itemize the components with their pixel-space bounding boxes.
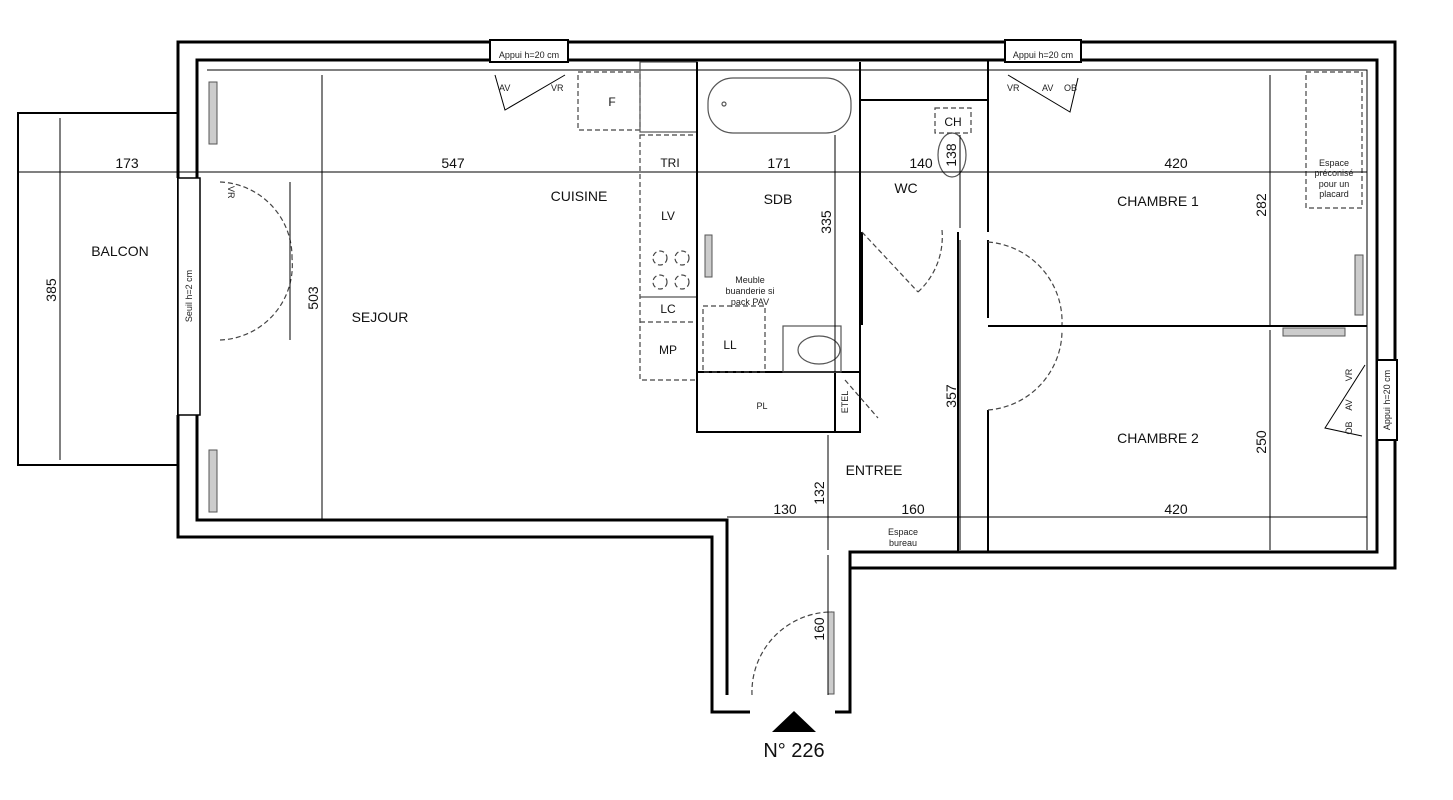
window-av: AV bbox=[499, 83, 510, 93]
dim-entree-depth: 132 bbox=[811, 481, 827, 505]
window-swing bbox=[1324, 364, 1366, 437]
bay-window-sejour bbox=[177, 177, 201, 416]
window-sill-label: Appui h=20 cm bbox=[499, 50, 559, 60]
window-sill-label: Appui h=20 cm bbox=[1382, 370, 1392, 430]
washbasin-cabinet bbox=[782, 325, 842, 373]
window-sill-label: Appui h=20 cm bbox=[1013, 50, 1073, 60]
inner-wall bbox=[195, 58, 1379, 695]
closet-space bbox=[1305, 71, 1363, 209]
dim-balcon-width: 173 bbox=[115, 155, 139, 171]
room-label-balcon: BALCON bbox=[91, 243, 149, 259]
svg-text:Meuble: Meuble bbox=[735, 275, 765, 285]
dim-sdb-width: 171 bbox=[767, 155, 791, 171]
entrance-arrow-icon bbox=[772, 711, 816, 732]
fixture-washing-machine: LL bbox=[723, 338, 737, 352]
etel-door bbox=[844, 379, 879, 419]
note-placard: Espace préconisé pour un placard bbox=[1314, 158, 1353, 199]
window-vr: VR bbox=[551, 83, 564, 93]
window-chambre1 bbox=[1004, 39, 1082, 63]
window-vr: VR bbox=[1007, 83, 1020, 93]
window-av: AV bbox=[1344, 399, 1354, 410]
room-label-chambre1: CHAMBRE 1 bbox=[1117, 193, 1199, 209]
entry-door-leaf bbox=[827, 611, 835, 695]
dim-wc-width: 140 bbox=[909, 155, 933, 171]
threshold-label: Seuil h=2 cm bbox=[184, 270, 194, 322]
dimension-lines bbox=[18, 75, 1367, 695]
dim-sejour-width: 547 bbox=[441, 155, 465, 171]
fixture-fridge: F bbox=[608, 95, 615, 109]
svg-text:buanderie si: buanderie si bbox=[725, 286, 774, 296]
svg-text:pour un: pour un bbox=[1319, 179, 1350, 189]
svg-text:pack PAV: pack PAV bbox=[731, 297, 769, 307]
sdb-walls bbox=[696, 62, 861, 433]
dim-door: 160 bbox=[811, 617, 827, 641]
note-meuble: Meuble buanderie si pack PAV bbox=[725, 275, 774, 307]
dim-sdb-height: 335 bbox=[818, 210, 834, 234]
fixture-dishwasher: LV bbox=[661, 209, 675, 223]
hob-burner bbox=[652, 274, 668, 290]
dim-wc-height: 138 bbox=[943, 143, 959, 167]
wall-lining bbox=[207, 69, 1368, 550]
outer-wall bbox=[176, 40, 1397, 714]
fixture-boiler: CH bbox=[944, 115, 961, 129]
bathtub bbox=[707, 77, 852, 134]
bedroom-walls bbox=[957, 232, 1367, 552]
window-swing bbox=[494, 74, 566, 111]
dim-entree-width2: 160 bbox=[901, 501, 925, 517]
door-swing bbox=[987, 241, 1063, 411]
window-vr: VR bbox=[226, 186, 236, 199]
kitchen-cabinet bbox=[639, 61, 698, 133]
fixture-closet: PL bbox=[756, 401, 767, 411]
toilet-tank bbox=[934, 107, 972, 134]
room-label-chambre2: CHAMBRE 2 bbox=[1117, 430, 1199, 446]
dim-chambre1-width: 420 bbox=[1164, 155, 1188, 171]
dim-chambre2-height: 250 bbox=[1253, 430, 1269, 454]
hob-burner bbox=[652, 250, 668, 266]
room-label-wc: WC bbox=[894, 180, 917, 196]
dim-entree-width1: 130 bbox=[773, 501, 797, 517]
fixture-etel: ETEL bbox=[840, 391, 850, 414]
svg-text:Espace: Espace bbox=[1319, 158, 1349, 168]
window-ob: OB bbox=[1344, 421, 1354, 434]
window-swing bbox=[1007, 74, 1079, 113]
door-swing bbox=[219, 181, 293, 341]
room-label-sejour: SEJOUR bbox=[352, 309, 409, 325]
dim-entree-height: 357 bbox=[943, 384, 959, 408]
inner-wall-left bbox=[195, 415, 729, 695]
radiator bbox=[1282, 327, 1346, 337]
outer-wall-left bbox=[176, 415, 750, 714]
window-ob: OB bbox=[1064, 83, 1077, 93]
room-label-sdb: SDB bbox=[764, 191, 793, 207]
radiator bbox=[208, 81, 218, 145]
fixture-mp: MP bbox=[659, 343, 677, 357]
dim-chambre1-height: 282 bbox=[1253, 193, 1269, 217]
entry-door-swing bbox=[751, 611, 833, 696]
svg-text:Espace: Espace bbox=[888, 527, 918, 537]
svg-text:placard: placard bbox=[1319, 189, 1349, 199]
towel-radiator bbox=[704, 234, 713, 278]
window-chambre2 bbox=[1376, 359, 1398, 441]
fixture-tri: TRI bbox=[660, 156, 679, 170]
window-av: AV bbox=[1042, 83, 1053, 93]
dim-sejour-height: 503 bbox=[305, 286, 321, 310]
balcony-outline bbox=[17, 112, 179, 466]
wc-walls bbox=[860, 60, 989, 325]
radiator bbox=[1354, 254, 1364, 316]
hob-burner bbox=[674, 274, 690, 290]
hob-burner bbox=[674, 250, 690, 266]
svg-text:bureau: bureau bbox=[889, 538, 917, 548]
dim-chambre2-width: 420 bbox=[1164, 501, 1188, 517]
svg-text:préconisé: préconisé bbox=[1314, 168, 1353, 178]
room-label-entree: ENTREE bbox=[846, 462, 903, 478]
radiator bbox=[208, 449, 218, 513]
fixture-lc: LC bbox=[660, 302, 676, 316]
dim-balcon-height: 385 bbox=[43, 278, 59, 302]
apartment-number: N° 226 bbox=[763, 740, 824, 762]
washbasin bbox=[797, 335, 841, 365]
window-vr: VR bbox=[1344, 368, 1354, 381]
note-bureau: Espace bureau bbox=[888, 527, 918, 548]
door-swing bbox=[861, 229, 943, 293]
room-label-cuisine: CUISINE bbox=[551, 188, 608, 204]
window-kitchen bbox=[489, 39, 569, 63]
